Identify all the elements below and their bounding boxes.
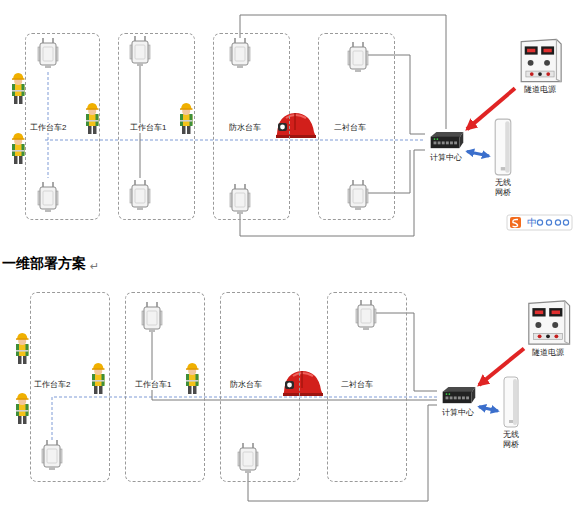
trolley-zone: 二衬台车 <box>318 33 395 220</box>
sensor-device <box>38 182 58 212</box>
link-arrow <box>479 407 498 411</box>
cable <box>140 62 141 178</box>
trolley-zone: 工作台车1 <box>125 292 205 482</box>
bridge-icon <box>498 376 524 428</box>
ime-icon <box>563 220 568 225</box>
bridge-device: 无线 网桥 <box>489 118 517 200</box>
trolley-zone: 防水台车 <box>220 292 300 482</box>
ime-icon <box>555 220 560 225</box>
sensor-device <box>38 38 58 68</box>
center-icon <box>437 384 479 407</box>
zone-label: 工作台车1 <box>134 380 172 390</box>
zone-label: 工作台车1 <box>129 123 167 133</box>
zone-label: 防水台车 <box>229 380 263 390</box>
zone-label: 二衬台车 <box>340 380 374 390</box>
ime-toolbar <box>507 215 572 230</box>
center-device: 计算中心 <box>425 129 467 165</box>
paragraph-mark: ↵ <box>90 259 99 273</box>
device-label: 隧道电源 <box>532 348 564 358</box>
sensor-device <box>348 42 368 72</box>
cable <box>366 150 410 193</box>
link-arrow <box>467 151 489 156</box>
device-label: 隧道电源 <box>524 85 556 95</box>
power-device: 隧道电源 <box>524 298 572 360</box>
device-label: 无线 网桥 <box>502 430 520 450</box>
sensor-device <box>130 36 150 66</box>
ime-icon <box>537 220 542 225</box>
cable <box>248 405 437 501</box>
trolley-zone: 工作台车2 <box>30 292 110 482</box>
bridge-device: 无线 网桥 <box>498 376 524 452</box>
cable <box>240 150 425 236</box>
sensor-device <box>42 440 62 470</box>
sensor-device <box>230 184 250 214</box>
worker-figure <box>186 363 199 394</box>
sensor-device <box>356 300 376 330</box>
trolley-zone: 防水台车 <box>213 33 290 220</box>
worker-figure <box>16 333 29 364</box>
ime-logo <box>510 217 521 228</box>
center-icon <box>425 129 467 152</box>
zone-label: 防水台车 <box>228 123 262 133</box>
worker-figure <box>92 363 105 394</box>
zone-label: 工作台车2 <box>33 380 71 390</box>
sensor-device <box>142 302 162 332</box>
trolley-zone: 二衬台车 <box>327 292 407 482</box>
device-label: 计算中心 <box>442 408 474 418</box>
worker-figure <box>16 393 29 424</box>
trolley-zone: 工作台车2 <box>25 33 100 220</box>
power-device: 隧道电源 <box>515 37 565 97</box>
sensor-device <box>130 180 150 210</box>
ime-icon <box>546 220 551 225</box>
smart-helmet <box>276 113 316 138</box>
worker-figure <box>86 103 99 134</box>
cable <box>152 332 437 400</box>
power-icon <box>524 298 572 347</box>
section-heading: 一维部署方案 <box>2 257 86 271</box>
device-label: 无线 网桥 <box>494 178 512 198</box>
device-label: 计算中心 <box>430 153 462 163</box>
worker-figure <box>12 133 25 164</box>
smart-helmet <box>283 371 323 396</box>
worker-figure <box>180 103 193 134</box>
zone-label: 工作台车2 <box>29 123 67 133</box>
ime-logo <box>513 219 519 226</box>
sensor-device <box>230 38 250 68</box>
sensor-device <box>238 443 258 473</box>
zone-label: 二衬台车 <box>333 123 367 133</box>
cable <box>374 313 437 391</box>
sensor-device <box>348 180 368 210</box>
center-device: 计算中心 <box>437 384 479 420</box>
trolley-zone: 工作台车1 <box>118 33 195 220</box>
worker-figure <box>12 73 25 104</box>
signal-path <box>45 140 425 141</box>
power-icon <box>515 37 565 84</box>
ime-mode: 中 <box>527 216 537 230</box>
cable <box>366 55 425 134</box>
bridge-icon <box>489 118 517 176</box>
